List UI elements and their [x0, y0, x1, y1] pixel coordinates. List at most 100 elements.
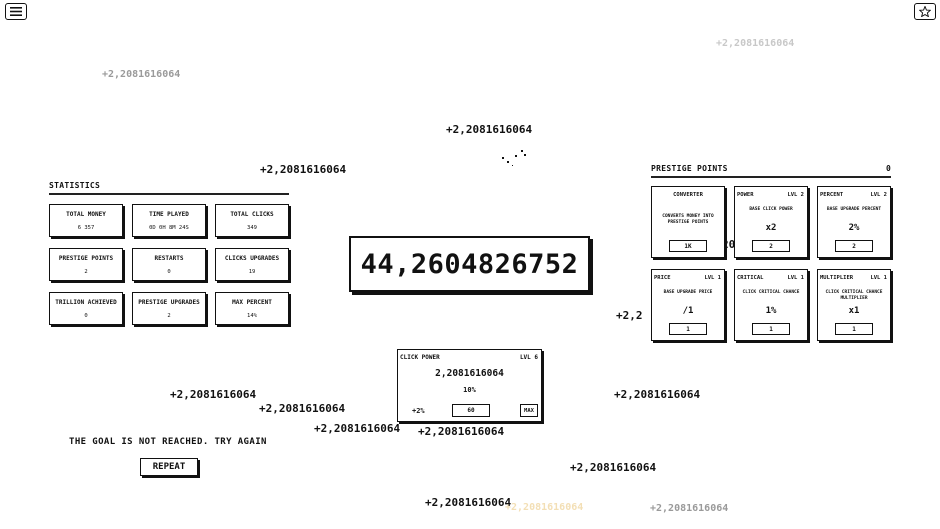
- card-title: POWER: [737, 192, 754, 198]
- click-power-max-button[interactable]: MAX: [520, 404, 538, 417]
- stat-label: TIME PLAYED: [149, 211, 189, 218]
- prestige-divider: [651, 176, 891, 178]
- card-description: CLICK CRITICAL CHANCE MULTIPLIER: [825, 290, 883, 301]
- sparkle-particle: [524, 154, 526, 156]
- repeat-button[interactable]: REPEAT: [140, 458, 198, 476]
- card-title: CRITICAL: [737, 275, 764, 281]
- card-level: LVL 2: [870, 192, 887, 198]
- sparkle-particle: [507, 161, 509, 163]
- card-description: BASE UPGRADE PRICE: [663, 290, 713, 295]
- stat-value: 14%: [247, 313, 257, 319]
- card-value: 2%: [848, 223, 860, 233]
- stat-label: TRILLION ACHIEVED: [55, 299, 117, 306]
- click-power-level: LVL 6: [519, 354, 538, 361]
- card-description: BASE UPGRADE PERCENT: [826, 207, 882, 212]
- hamburger-menu-icon: [10, 7, 22, 16]
- floating-gain: +2,2081616064: [102, 69, 181, 80]
- floating-gain: 20: [722, 238, 736, 251]
- converter-buy-button[interactable]: 1K: [669, 240, 707, 252]
- prestige-card-converter: CONVERTER CONVERTS MONEY INTO PRESTIGE P…: [651, 186, 725, 258]
- goal-message: THE GOAL IS NOT REACHED. TRY AGAIN: [69, 437, 267, 447]
- card-value: x1: [848, 306, 860, 316]
- star-icon: [919, 6, 931, 17]
- floating-gain: +2,2081616064: [259, 402, 346, 415]
- sparkle-particle: [521, 150, 523, 152]
- favorite-button[interactable]: [914, 3, 936, 20]
- floating-gain: +2,2: [616, 309, 643, 322]
- stat-value: 2: [84, 269, 88, 275]
- sparkle-particle: [515, 155, 517, 157]
- floating-gain: +2,2081616064: [425, 496, 512, 509]
- menu-button[interactable]: [5, 3, 27, 20]
- percent-buy-button[interactable]: 2: [835, 240, 873, 252]
- stat-label: PRESTIGE UPGRADES: [138, 299, 200, 306]
- stat-total-clicks: TOTAL CLICKS 349: [215, 204, 289, 237]
- floating-gain: +2,2081616064: [570, 461, 657, 474]
- stat-label: PRESTIGE POINTS: [58, 255, 114, 262]
- card-value: /1: [682, 306, 694, 316]
- critical-buy-button[interactable]: 1: [752, 323, 790, 335]
- floating-gain: +2,2081616064: [716, 38, 795, 49]
- prestige-card-percent: PERCENT LVL 2 BASE UPGRADE PERCENT 2% 2: [817, 186, 891, 258]
- prestige-card-critical: CRITICAL LVL 1 CLICK CRITICAL CHANCE 1% …: [734, 269, 808, 341]
- prestige-card-multiplier: MULTIPLIER LVL 1 CLICK CRITICAL CHANCE M…: [817, 269, 891, 341]
- power-buy-button[interactable]: 2: [752, 240, 790, 252]
- statistics-title: STATISTICS: [49, 181, 101, 190]
- card-title: PERCENT: [820, 192, 844, 198]
- card-description: BASE CLICK POWER: [749, 207, 793, 212]
- floating-gain: +2,2081616064: [446, 123, 533, 136]
- money-counter-button[interactable]: 44,2604826752: [349, 236, 590, 292]
- stat-prestige-points: PRESTIGE POINTS 2: [49, 248, 123, 281]
- stat-trillion-achieved: TRILLION ACHIEVED 0: [49, 292, 123, 325]
- floating-gain: +2,2081616064: [170, 388, 257, 401]
- floating-gain: +2,2081616064: [314, 422, 401, 435]
- click-power-amount: 2,2081616064: [435, 368, 504, 379]
- stat-label: TOTAL MONEY: [66, 211, 106, 218]
- stat-value: 0: [167, 269, 171, 275]
- floating-gain: +2,2081616064: [260, 163, 347, 176]
- sparkle-particle: [502, 157, 504, 159]
- floating-gain: +2,2081616064: [505, 502, 584, 513]
- prestige-title: PRESTIGE POINTS: [651, 164, 728, 173]
- stat-value: 19: [248, 269, 256, 275]
- floating-gain: +2,2081616064: [418, 425, 505, 438]
- click-power-panel: CLICK POWER LVL 6 2,2081616064 10% +2% 6…: [397, 349, 542, 422]
- card-level: LVL 1: [704, 275, 721, 281]
- stat-label: CLICKS UPGRADES: [224, 255, 280, 262]
- stat-restarts: RESTARTS 0: [132, 248, 206, 281]
- price-buy-button[interactable]: 1: [669, 323, 707, 335]
- card-level: LVL 1: [787, 275, 804, 281]
- click-power-title: CLICK POWER: [400, 354, 440, 361]
- stat-label: RESTARTS: [154, 255, 184, 262]
- card-title: MULTIPLIER: [820, 275, 854, 281]
- stat-label: TOTAL CLICKS: [230, 211, 274, 218]
- stat-time-played: TIME PLAYED 0D 0H 8M 24S: [132, 204, 206, 237]
- card-value: 1%: [765, 306, 777, 316]
- stat-total-money: TOTAL MONEY 6 357: [49, 204, 123, 237]
- card-value: x2: [765, 223, 777, 233]
- card-description: CONVERTS MONEY INTO PRESTIGE POINTS: [662, 214, 714, 225]
- stat-value: 0D 0H 8M 24S: [149, 225, 189, 231]
- statistics-divider: [49, 193, 289, 195]
- click-power-percent: 10%: [463, 386, 476, 394]
- stat-clicks-upgrades: CLICKS UPGRADES 19: [215, 248, 289, 281]
- card-description: CLICK CRITICAL CHANCE: [742, 290, 800, 295]
- click-power-increment: +2%: [412, 407, 425, 415]
- prestige-points-value: 0: [886, 164, 892, 173]
- stat-max-percent: MAX PERCENT 14%: [215, 292, 289, 325]
- click-power-buy-button[interactable]: 60: [452, 404, 490, 417]
- floating-gain: +2,2081616064: [650, 503, 729, 514]
- card-title: PRICE: [654, 275, 671, 281]
- sparkle-particle: [512, 165, 513, 166]
- multiplier-buy-button[interactable]: 1: [835, 323, 873, 335]
- stat-value: 2: [167, 313, 171, 319]
- stat-value: 6 357: [77, 225, 95, 231]
- prestige-card-power: POWER LVL 2 BASE CLICK POWER x2 2: [734, 186, 808, 258]
- floating-gain: +2,2081616064: [614, 388, 701, 401]
- card-level: LVL 1: [870, 275, 887, 281]
- card-title: CONVERTER: [673, 192, 703, 198]
- prestige-card-price: PRICE LVL 1 BASE UPGRADE PRICE /1 1: [651, 269, 725, 341]
- stat-prestige-upgrades: PRESTIGE UPGRADES 2: [132, 292, 206, 325]
- card-level: LVL 2: [787, 192, 804, 198]
- stat-value: 349: [247, 225, 257, 231]
